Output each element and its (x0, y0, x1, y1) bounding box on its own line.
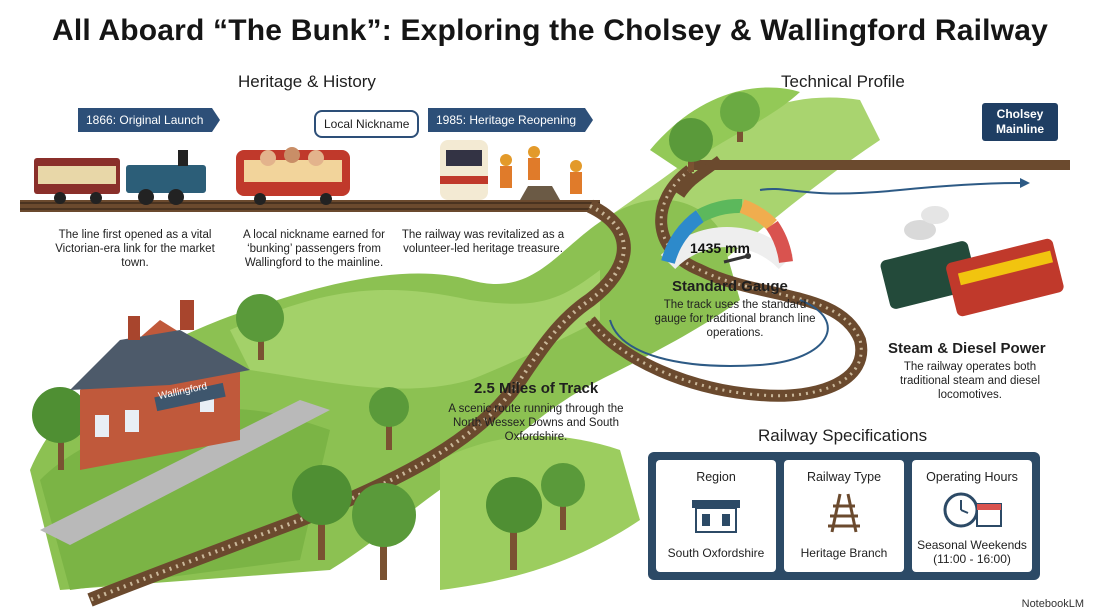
spec-label-hours: Operating Hours (926, 470, 1018, 484)
specs-heading: Railway Specifications (758, 426, 928, 445)
flag-1866: 1866: Original Launch (78, 108, 221, 132)
gauge-caption: The track uses the standard gauge for tr… (654, 299, 816, 339)
spec-card-type: Railway Type Heritage Branch (784, 460, 904, 572)
spec-value-region: South Oxfordshire (667, 546, 765, 560)
power-caption: The railway operates both traditional st… (900, 361, 1040, 401)
victorian-train (34, 150, 206, 205)
power-title: Steam & Diesel Power (888, 340, 1046, 357)
trees (32, 92, 760, 580)
specs-board: Region South Oxfordshire Railway Type He… (648, 452, 1040, 580)
page-title: All Aboard “The Bunk”: Exploring the Cho… (51, 14, 1049, 47)
gauge-value: 1435 mm (690, 240, 750, 256)
volunteer-workers (500, 146, 582, 200)
nickname-bubble: Local Nickname (314, 110, 420, 138)
gauge-dial (660, 198, 794, 270)
track-title: 2.5 Miles of Track (474, 380, 599, 397)
notebooklm-logo: NotebookLM (1021, 598, 1084, 610)
nickname-train (236, 147, 350, 205)
track-icon (828, 493, 860, 533)
technical-heading: Technical Profile (781, 72, 905, 91)
clock-calendar-icon (943, 492, 1002, 528)
caption-1985: The railway was revitalized as a volunte… (401, 229, 565, 255)
spec-card-region: Region South Oxfordshire (656, 460, 776, 572)
gauge-title: Standard Gauge (672, 278, 788, 295)
caption-nickname: A local nickname earned for ‘bunking’ pa… (243, 229, 385, 269)
heritage-dmu-train (440, 140, 488, 200)
steam-diesel-locomotives (880, 206, 1064, 317)
station-icon (692, 500, 740, 533)
top-track-sleepers (20, 202, 600, 210)
heritage-heading: Heritage & History (238, 72, 376, 91)
flag-1985: 1985: Heritage Reopening (428, 108, 594, 132)
track-caption: A scenic route running through the North… (448, 403, 624, 443)
caption-1866: The line first opened as a vital Victori… (55, 229, 215, 269)
wallingford-station-building (70, 300, 250, 470)
spec-card-hours: Operating Hours Seasonal Weekends (11:00… (912, 460, 1032, 572)
spec-value-hours: Seasonal Weekends (11:00 - 16:00) (917, 538, 1027, 566)
spec-label-region: Region (696, 470, 736, 484)
spec-value-type: Heritage Branch (800, 546, 888, 560)
cholsey-mainline-label: Cholsey Mainline (982, 103, 1058, 141)
spec-label-type: Railway Type (806, 470, 882, 484)
